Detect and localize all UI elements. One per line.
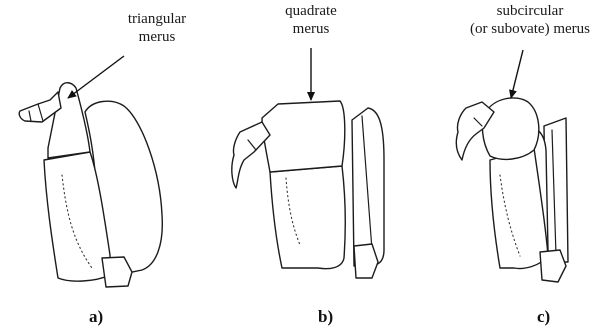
- merus-b-quadrate: [262, 101, 345, 172]
- label-c-line2: (or subovate) merus: [460, 20, 600, 38]
- arrow-a: [68, 56, 124, 98]
- label-a-line2: merus: [112, 28, 202, 46]
- label-triangular-merus: triangular merus: [112, 10, 202, 46]
- joint-c-bottom: [540, 250, 566, 282]
- maxilliped-a-drawing: [19, 83, 162, 287]
- label-quadrate-merus: quadrate merus: [266, 2, 356, 38]
- palp-b: [232, 122, 270, 188]
- label-subcircular-merus: subcircular (or subovate) merus: [460, 2, 600, 38]
- caption-b: b): [318, 307, 333, 327]
- label-c-line1: subcircular: [460, 2, 600, 20]
- label-a-line1: triangular: [112, 10, 202, 28]
- plate-b-right: [352, 108, 384, 266]
- label-b-line1: quadrate: [266, 2, 356, 20]
- joint-b-bottom: [354, 244, 378, 278]
- arrow-c: [511, 50, 523, 98]
- caption-c: c): [537, 307, 550, 327]
- merus-c-subcircular: [483, 98, 539, 159]
- caption-a: a): [89, 307, 103, 327]
- maxilliped-c-drawing: [456, 98, 568, 282]
- plate-b-lower: [270, 166, 345, 269]
- maxilliped-b-drawing: [232, 101, 384, 278]
- label-b-line2: merus: [266, 20, 356, 38]
- merus-a-triangular: [48, 83, 90, 158]
